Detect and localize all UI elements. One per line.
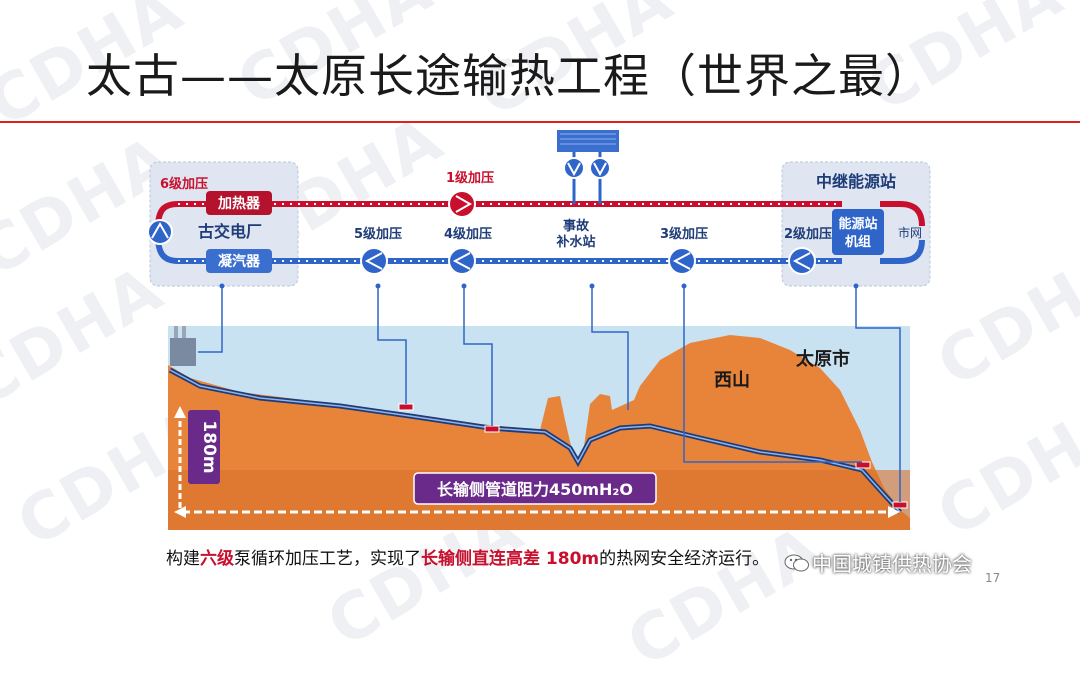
- pump-icon: [147, 219, 173, 245]
- heating-system-diagram: 加热器 凝汽器 古交电厂 6级加压 1级加压 5级加压 4级加压 3级加压 2级…: [147, 130, 931, 530]
- stage-1-label: 1级加压: [446, 170, 494, 186]
- heater-label: 加热器: [217, 195, 261, 212]
- city-supply-loop: [880, 201, 925, 227]
- leader-line: [198, 286, 223, 353]
- page-title: 太古——太原长途输热工程（世界之最）: [86, 49, 932, 103]
- caption-highlight: 六级: [200, 549, 234, 569]
- pump-icon: [792, 252, 811, 270]
- city-label: 太原市: [796, 348, 850, 370]
- leader-dot: [589, 283, 595, 289]
- energy-unit-label: 机组: [845, 234, 871, 250]
- makeup-station-label: 补水站: [555, 234, 595, 250]
- stage-2-label: 2级加压: [784, 226, 832, 242]
- leader-dot: [219, 283, 225, 289]
- city-return-loop: [880, 239, 925, 264]
- leader-line: [377, 286, 407, 404]
- page-number: 17: [985, 571, 1001, 585]
- leader-line: [463, 286, 493, 426]
- relay-station-title: 中继能源站: [816, 172, 896, 191]
- stage-5-label: 5级加压: [354, 226, 402, 242]
- pump-icon: [151, 221, 169, 239]
- caption-text: 的热网安全经济运行。: [599, 549, 770, 569]
- caption-text: 泵循环加压工艺，实现了: [234, 549, 421, 569]
- energy-unit-box: [832, 209, 884, 255]
- makeup-station-label: 事故: [563, 218, 590, 234]
- terrain-pump-marker: [484, 425, 500, 433]
- resistance-label: 长输侧管道阻力450mH₂O: [437, 480, 633, 499]
- pump-icon: [672, 252, 691, 270]
- condenser-label: 凝汽器: [218, 253, 261, 270]
- caption: 构建六级泵循环加压工艺，实现了长输侧直连高差 180m的热网安全经济运行。: [166, 544, 769, 569]
- resistance-box: [413, 472, 657, 505]
- heater-box: [206, 191, 272, 215]
- terrain-pump-marker: [398, 403, 414, 411]
- footer-brand: 中国城镇供热协会: [812, 552, 972, 576]
- leader-dot: [681, 283, 687, 289]
- stage-6-label: 6级加压: [160, 176, 208, 192]
- pump-icon: [567, 162, 581, 177]
- pump-icon: [452, 252, 471, 270]
- pump-icon: [364, 252, 383, 270]
- span-arrow-head: [888, 506, 900, 518]
- terrain-pump-marker: [892, 501, 908, 509]
- plant-building-icon: [170, 338, 196, 366]
- plant-building-icon: [174, 326, 178, 338]
- condenser-box: [206, 249, 272, 273]
- leader-dot: [375, 283, 381, 289]
- height-label: 180m: [199, 420, 219, 473]
- pump-icon: [448, 190, 476, 218]
- leader-line: [591, 286, 629, 410]
- stage-3-label: 3级加压: [660, 226, 708, 242]
- energy-unit-label: 能源站: [838, 216, 877, 232]
- height-arrow-head: [174, 406, 186, 418]
- leader-line: [855, 286, 901, 502]
- leader-dot: [853, 283, 859, 289]
- wechat-icon: [784, 554, 809, 572]
- mountain-label: 西山: [714, 370, 750, 391]
- city-network-label: 市网: [898, 225, 922, 240]
- stage-4-label: 4级加压: [444, 226, 492, 242]
- leader-dot: [461, 283, 467, 289]
- plant-building-icon: [182, 326, 186, 338]
- terrain-pump-marker: [855, 461, 871, 469]
- caption-text: 构建: [166, 549, 200, 569]
- pump-icon: [593, 162, 607, 177]
- span-arrow-head: [174, 506, 186, 518]
- leader-line: [683, 286, 862, 463]
- title-divider: [0, 121, 1080, 123]
- height-box: [188, 410, 220, 484]
- caption-highlight: 长输侧直连高差 180m: [421, 549, 600, 569]
- makeup-tank: [557, 130, 619, 152]
- plant-name: 古交电厂: [198, 222, 262, 241]
- pump-icon: [455, 195, 473, 213]
